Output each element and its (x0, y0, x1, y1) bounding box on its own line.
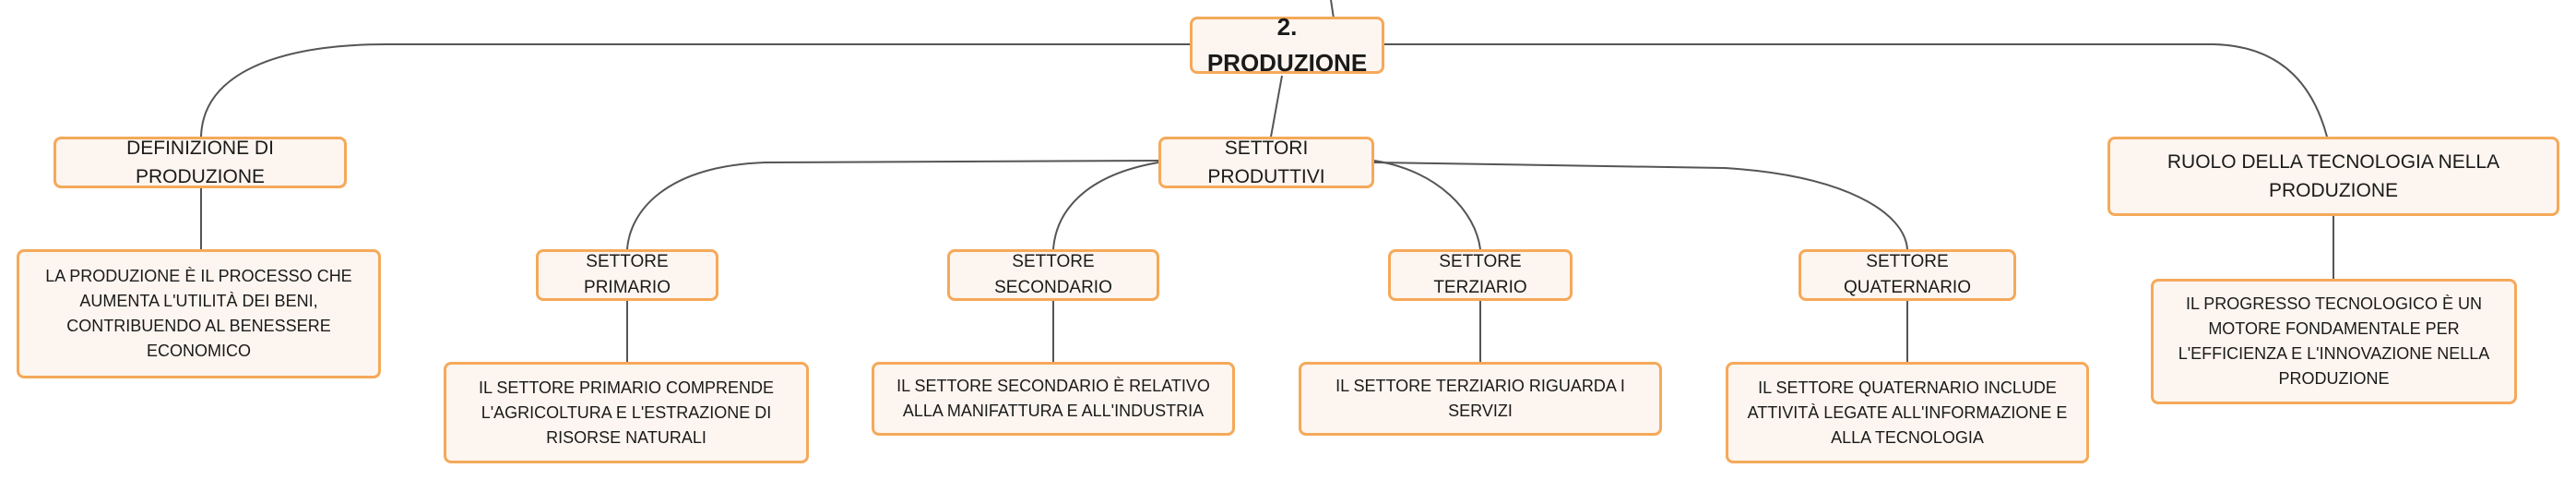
node-secondario-detail[interactable]: IL SETTORE SECONDARIO È RELATIVO ALLA MA… (872, 362, 1235, 436)
connector-settori-quaternario (1373, 162, 1908, 250)
node-primario-detail-text: IL SETTORE PRIMARIO COMPRENDE L'AGRICOLT… (478, 378, 775, 447)
node-terziario-label: SETTORE TERZIARIO (1433, 251, 1527, 298)
node-definizione[interactable]: DEFINIZIONE DI PRODUZIONE (53, 137, 347, 188)
node-quaternario-label: SETTORE QUATERNARIO (1844, 251, 1971, 298)
node-quaternario-detail[interactable]: IL SETTORE QUATERNARIO INCLUDE ATTIVITÀ … (1726, 362, 2089, 463)
node-settori-label: SETTORI PRODUTTIVI (1207, 137, 1325, 188)
node-terziario-detail[interactable]: IL SETTORE TERZIARIO RIGUARDA I SERVIZI (1299, 362, 1662, 436)
connector-root-settori (1270, 75, 1283, 138)
root-node-label: 2. PRODUZIONE (1206, 13, 1368, 77)
node-quaternario-detail-text: IL SETTORE QUATERNARIO INCLUDE ATTIVITÀ … (1747, 378, 2068, 447)
connector-root-definizione (200, 43, 1190, 138)
connector-settori-primario (626, 160, 1159, 250)
node-settore-secondario[interactable]: SETTORE SECONDARIO (947, 249, 1159, 301)
node-tecnologia-label: RUOLO DELLA TECNOLOGIA NELLA PRODUZIONE (2166, 150, 2500, 202)
root-node-produzione[interactable]: 2. PRODUZIONE (1190, 13, 1384, 77)
node-secondario-detail-text: IL SETTORE SECONDARIO È RELATIVO ALLA MA… (896, 377, 1210, 420)
connector-settori-terziario (1373, 160, 1481, 250)
node-settore-terziario[interactable]: SETTORE TERZIARIO (1388, 249, 1573, 301)
node-primario-label: SETTORE PRIMARIO (584, 251, 671, 298)
node-terziario-detail-text: IL SETTORE TERZIARIO RIGUARDA I SERVIZI (1335, 377, 1625, 420)
node-tecnologia-detail[interactable]: IL PROGRESSO TECNOLOGICO È UN MOTORE FON… (2151, 279, 2517, 404)
node-primario-detail[interactable]: IL SETTORE PRIMARIO COMPRENDE L'AGRICOLT… (444, 362, 809, 463)
node-settore-quaternario[interactable]: SETTORE QUATERNARIO (1798, 249, 2016, 301)
connector-settori-secondario (1052, 162, 1159, 250)
node-settori-produttivi[interactable]: SETTORI PRODUTTIVI (1158, 137, 1374, 188)
node-secondario-label: SETTORE SECONDARIO (994, 251, 1112, 298)
node-tecnologia-detail-text: IL PROGRESSO TECNOLOGICO È UN MOTORE FON… (2178, 294, 2490, 388)
connector-root-tecnologia (1384, 43, 2328, 138)
connector-parent-root (1330, 0, 1335, 19)
node-definizione-detail-text: LA PRODUZIONE È IL PROCESSO CHE AUMENTA … (45, 267, 352, 360)
node-settore-primario[interactable]: SETTORE PRIMARIO (536, 249, 718, 301)
node-definizione-detail[interactable]: LA PRODUZIONE È IL PROCESSO CHE AUMENTA … (17, 249, 381, 378)
node-tecnologia[interactable]: RUOLO DELLA TECNOLOGIA NELLA PRODUZIONE (2107, 137, 2559, 216)
node-definizione-label: DEFINIZIONE DI PRODUZIONE (126, 137, 274, 188)
